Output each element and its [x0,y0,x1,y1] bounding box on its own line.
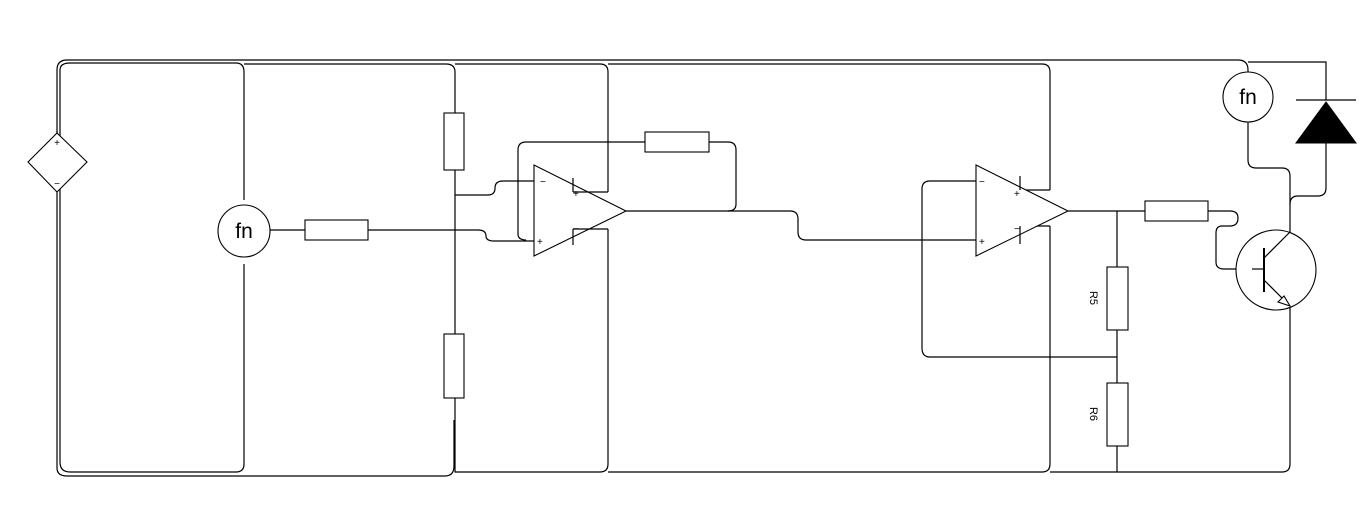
r6-label: R6 [1087,407,1099,421]
opamp2-noninverting-sign: + [979,237,985,248]
diode-triangle-icon [1295,101,1357,144]
wire-base [1208,210,1252,270]
resistor-divider-top [443,112,465,171]
emitter-arrow-icon [1276,295,1292,307]
source-minus-sign: − [54,179,60,190]
fn-left-label: fn [235,220,253,243]
resistor-feedback [644,131,710,153]
wire-op2-minus [921,180,1117,358]
wire-big-frame [608,63,1051,190]
opamp2-supply-minus: − [1014,224,1020,235]
wire-big-frame-bottom [608,226,1051,473]
wire-left-loop-2 [59,62,245,200]
wire-left-loop-3 [59,70,245,473]
opamp-2: − + + − [975,164,1070,257]
resistor-r6 [1106,382,1129,447]
r5-label: R5 [1087,291,1099,305]
wire-fn2-down [1247,122,1291,232]
resistor-divider-bottom [443,333,465,399]
opamp1-inverting-sign: − [540,177,546,188]
dependent-source: + − [27,132,88,193]
wires [56,59,1327,477]
wire-left-loop [56,70,455,477]
wire-r2-bottom [454,229,609,473]
wire-opamp1-top-supply [455,63,609,192]
opamp1-noninverting-sign: + [537,237,543,248]
wire-bottom-right [1050,306,1291,473]
resistor-base [1144,200,1209,222]
wire-op1-out [626,210,976,241]
wire-top-to-diode [1248,61,1327,100]
function-block-left: fn [217,204,271,258]
resistor-input [304,219,369,241]
wire-feedback1-b [517,181,527,241]
function-block-right: fn [1222,71,1274,123]
wire-feedback1-out [709,141,737,212]
opamp1-supply-minus: − [573,224,579,235]
wire-opamp1-minus [455,180,534,196]
source-plus-sign: + [54,138,60,149]
wire-r3-to-opamp1-plus [368,229,534,242]
opamp2-inverting-sign: − [979,177,985,188]
npn-transistor [1235,229,1317,311]
opamp-1: − + + − [533,164,628,257]
fn-right-label: fn [1239,86,1257,109]
wire-feedback1 [517,141,645,181]
wire-diode-down [1289,143,1327,205]
diode [1295,99,1357,144]
wire-mid-top [244,63,456,113]
opamp1-supply-plus: + [573,189,579,200]
wire-top-rail [56,59,1249,76]
resistor-r5 [1106,266,1129,331]
opamp2-supply-plus: + [1014,189,1020,200]
